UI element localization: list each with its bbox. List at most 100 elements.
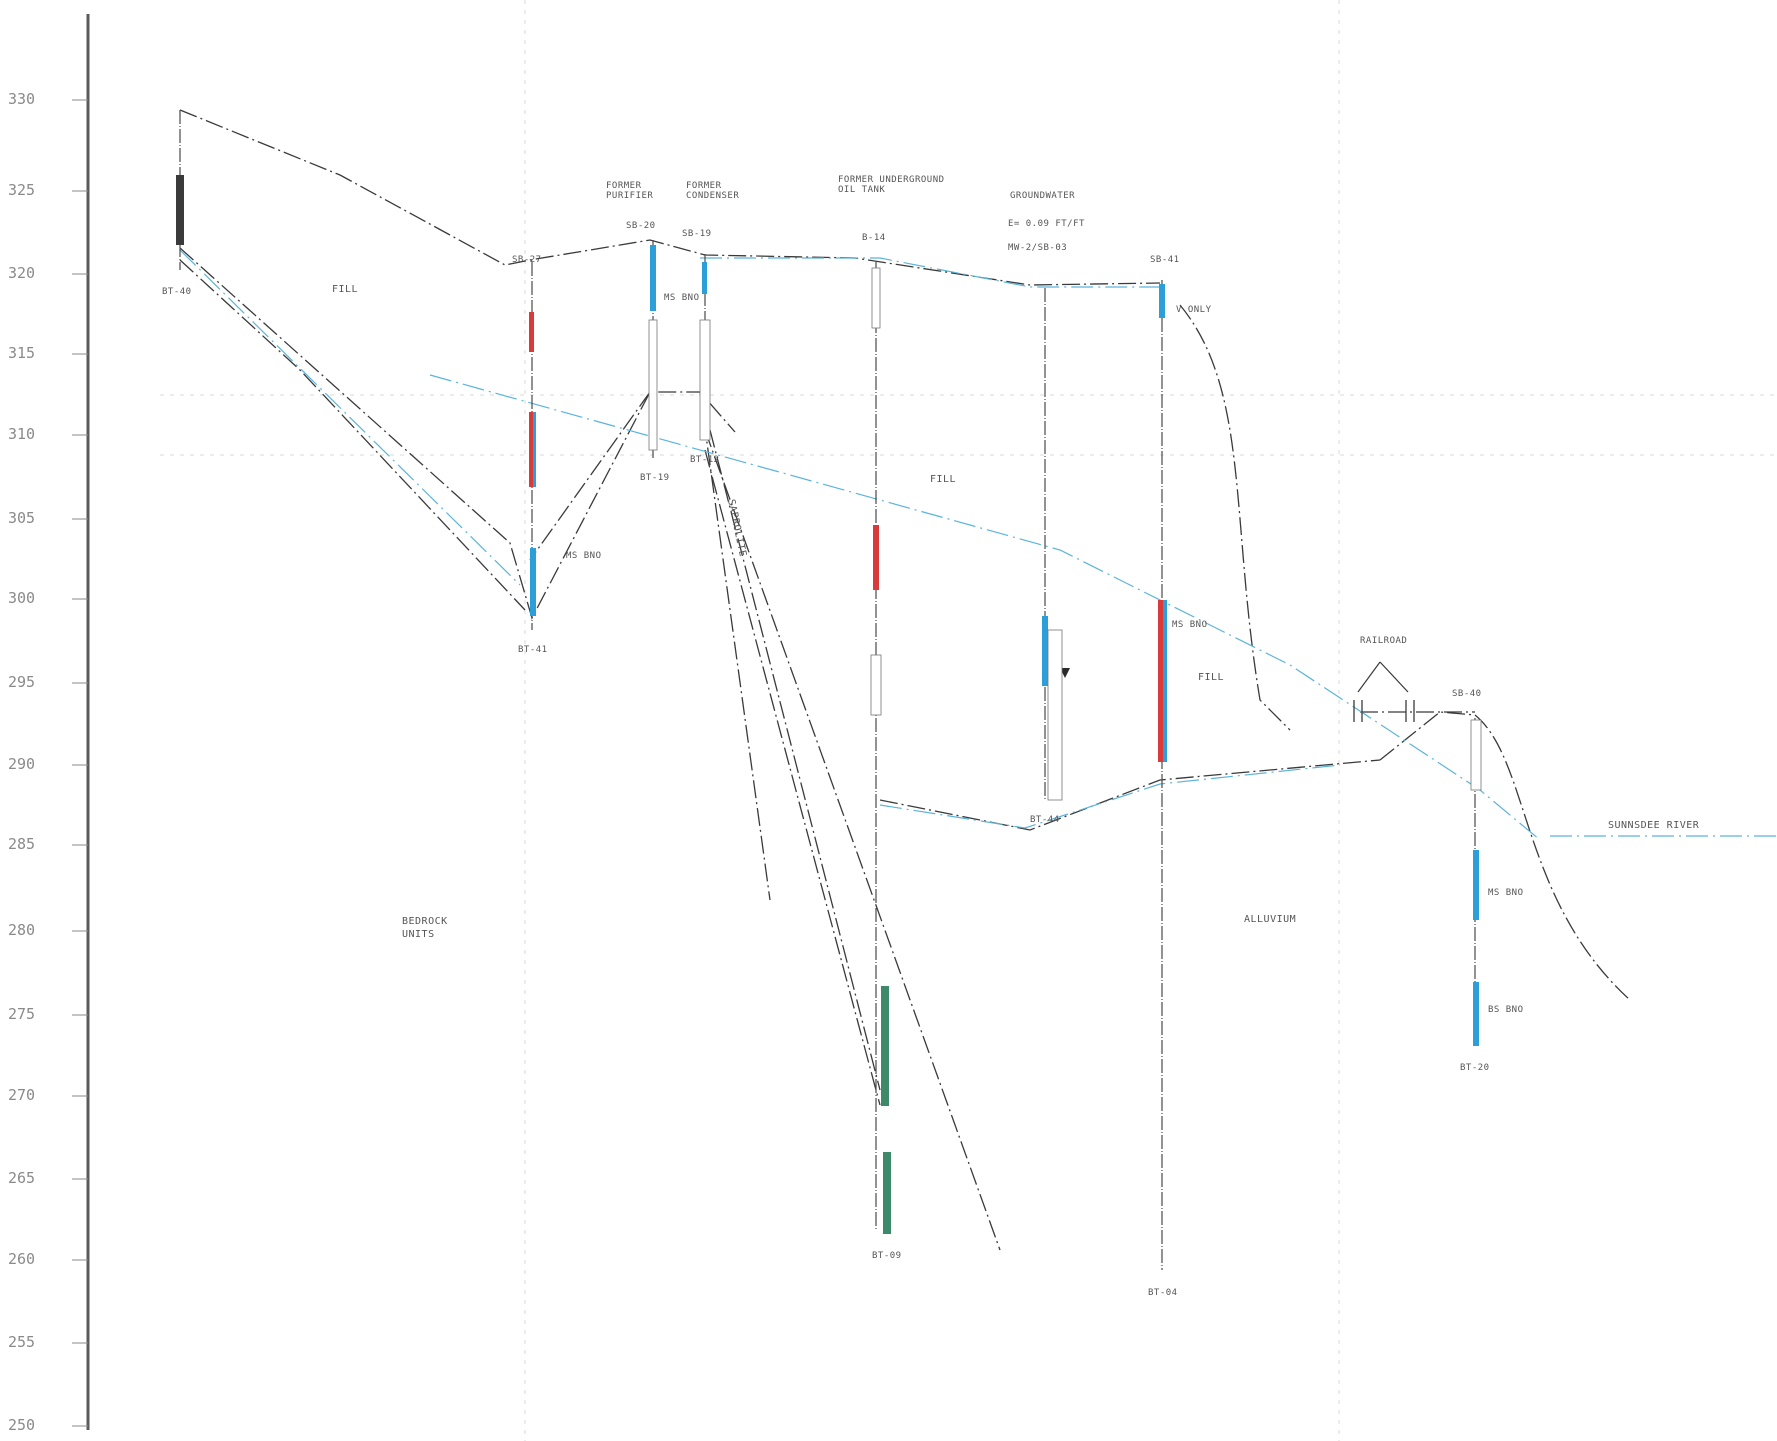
elevation-tick-label: 325: [8, 181, 35, 199]
water-table-line: [879, 764, 1341, 829]
boring-screen-blue: [1473, 982, 1479, 1046]
bedrock-contact: [704, 449, 881, 1106]
railroad-ties: [1353, 661, 1415, 722]
boring-g: SB-41 BT-04 V ONLY MS BNO: [1148, 255, 1212, 1298]
bedrock-label: BEDROCK: [402, 916, 448, 927]
former-purifier-label: FORMER: [606, 181, 642, 191]
water-table: [179, 249, 1777, 841]
boring-top-label: SB-40: [1452, 689, 1482, 699]
boring-c: SB-20 BT-19 MS BNO: [626, 221, 700, 483]
boring-log: [1470, 719, 1482, 791]
saprolite-contact: [699, 391, 771, 901]
railroad-label: RAILROAD: [1360, 636, 1407, 646]
boring-screen-red: [1158, 600, 1167, 762]
boring-bottom-label: BT-44: [1030, 815, 1060, 825]
boring-screen-blue: [1163, 600, 1167, 762]
weathered-zone-contact: [709, 429, 881, 1091]
fill-label: FILL: [1198, 672, 1224, 683]
fill-alluvium-contact: [879, 759, 1381, 831]
elevation-tick-label: 295: [8, 673, 35, 691]
railroad-pointer: [1379, 661, 1409, 693]
alluvium-label: ALLUVIUM: [1244, 914, 1296, 925]
elevation-tick-label: 265: [8, 1169, 35, 1187]
elevation-tick-label: 330: [8, 90, 35, 108]
boring-note: MS BNO: [566, 551, 602, 561]
well-id-label: MW-2/SB-03: [1008, 243, 1067, 253]
boring-bottom-label: BT-20: [1460, 1063, 1490, 1073]
elevation-axis: 330 325 320 315 310 305 300 295 290 285 …: [8, 14, 90, 1434]
elevation-tick-label: 255: [8, 1333, 35, 1351]
boring-screen-red: [529, 312, 534, 352]
water-table-line: [700, 257, 1160, 288]
former-oil-tank-label: FORMER UNDERGROUND: [838, 175, 945, 185]
railroad-contact: [1379, 711, 1476, 761]
boring-top-label: SB-19: [682, 229, 712, 239]
boring-bottom-label: BT-09: [872, 1251, 902, 1261]
boring-screen-blue: [1159, 284, 1165, 318]
boring-top-label: B-14: [862, 233, 886, 243]
geologic-contacts: [179, 109, 1631, 1251]
elevation-tick-label: 305: [8, 509, 35, 527]
former-purifier-label: PURIFIER: [606, 191, 653, 201]
elevation-tick-label: 310: [8, 425, 35, 443]
boring-log: [648, 319, 658, 451]
boring-screen-blue: [1473, 850, 1479, 920]
feature-labels: FORMER PURIFIER FORMER CONDENSER FORMER …: [606, 175, 1407, 646]
elevation-tick-label: 315: [8, 344, 35, 362]
boring-bottom-label: BT-41: [518, 645, 548, 655]
elevation-tick-label: 285: [8, 835, 35, 853]
boring-bottom-label: BT-04: [1148, 1288, 1178, 1298]
boring-note: BS BNO: [1488, 1005, 1524, 1015]
bedrock-label: UNITS: [402, 929, 435, 940]
boring-note: MS BNO: [1488, 888, 1524, 898]
boring-a: BT-40: [162, 110, 192, 297]
groundwater-label: GROUNDWATER: [1010, 191, 1075, 201]
boring-bottom-label: BT-12: [690, 455, 720, 465]
elevation-tick-label: 250: [8, 1416, 35, 1434]
boring-f: BT-44: [1030, 288, 1063, 825]
boring-screen-red: [873, 525, 879, 590]
boring-bottom-label: BT-19: [640, 473, 670, 483]
boring-well-screen: [1047, 629, 1063, 801]
boring-log: [870, 654, 882, 716]
elevation-tick-label: 275: [8, 1005, 35, 1023]
fill-bedrock-contact-lower: [179, 259, 526, 611]
railroad-pointer: [1357, 661, 1381, 693]
fill-label: FILL: [930, 474, 956, 485]
elevation-tick-label: 260: [8, 1250, 35, 1268]
boring-note: MS BNO: [1172, 620, 1208, 630]
boring-top-label: SB-27: [512, 255, 542, 265]
elevation-tick-label: 300: [8, 589, 35, 607]
boring-log: [871, 267, 881, 329]
boring-screen: [176, 175, 184, 245]
ground-surface-line: [179, 109, 1161, 286]
boring-note: MS BNO: [664, 293, 700, 303]
water-table-symbol: [1060, 668, 1070, 678]
river-label: SUNNSDEE RIVER: [1608, 820, 1700, 831]
elevation-tick-label: 280: [8, 921, 35, 939]
boring-bottom-label: BT-40: [162, 287, 192, 297]
saprolite-label: SAPROLITE: [725, 498, 748, 558]
boring-d: SB-19 BT-12: [682, 229, 720, 465]
former-condenser-label: FORMER: [686, 181, 722, 191]
boring-e: B-14 BT-09: [862, 233, 902, 1261]
fill-slope-contact: [1179, 304, 1291, 731]
boring-b: SB-27 BT-41 MS BNO: [512, 255, 602, 655]
boring-top-label: SB-41: [1150, 255, 1180, 265]
boring-h: SB-40 BT-20 MS BNO BS BNO: [1452, 689, 1524, 1073]
gradient-label: E= 0.09 FT/FT: [1008, 219, 1085, 229]
boring-screen-red: [529, 412, 535, 487]
former-condenser-label: CONDENSER: [686, 191, 739, 201]
boring-screen-blue: [650, 245, 656, 311]
elevation-tick-label: 290: [8, 755, 35, 773]
boring-screen-blue: [702, 262, 707, 294]
deep-bedrock-contact: [704, 429, 1001, 1251]
water-table-line: [429, 374, 1541, 841]
boring-top-label: SB-20: [626, 221, 656, 231]
elevation-tick-label: 320: [8, 264, 35, 282]
purifier-contact: [529, 391, 651, 561]
drafting-guides: [160, 0, 1777, 1441]
fill-label: FILL: [332, 284, 358, 295]
boring-note: V ONLY: [1176, 305, 1212, 315]
